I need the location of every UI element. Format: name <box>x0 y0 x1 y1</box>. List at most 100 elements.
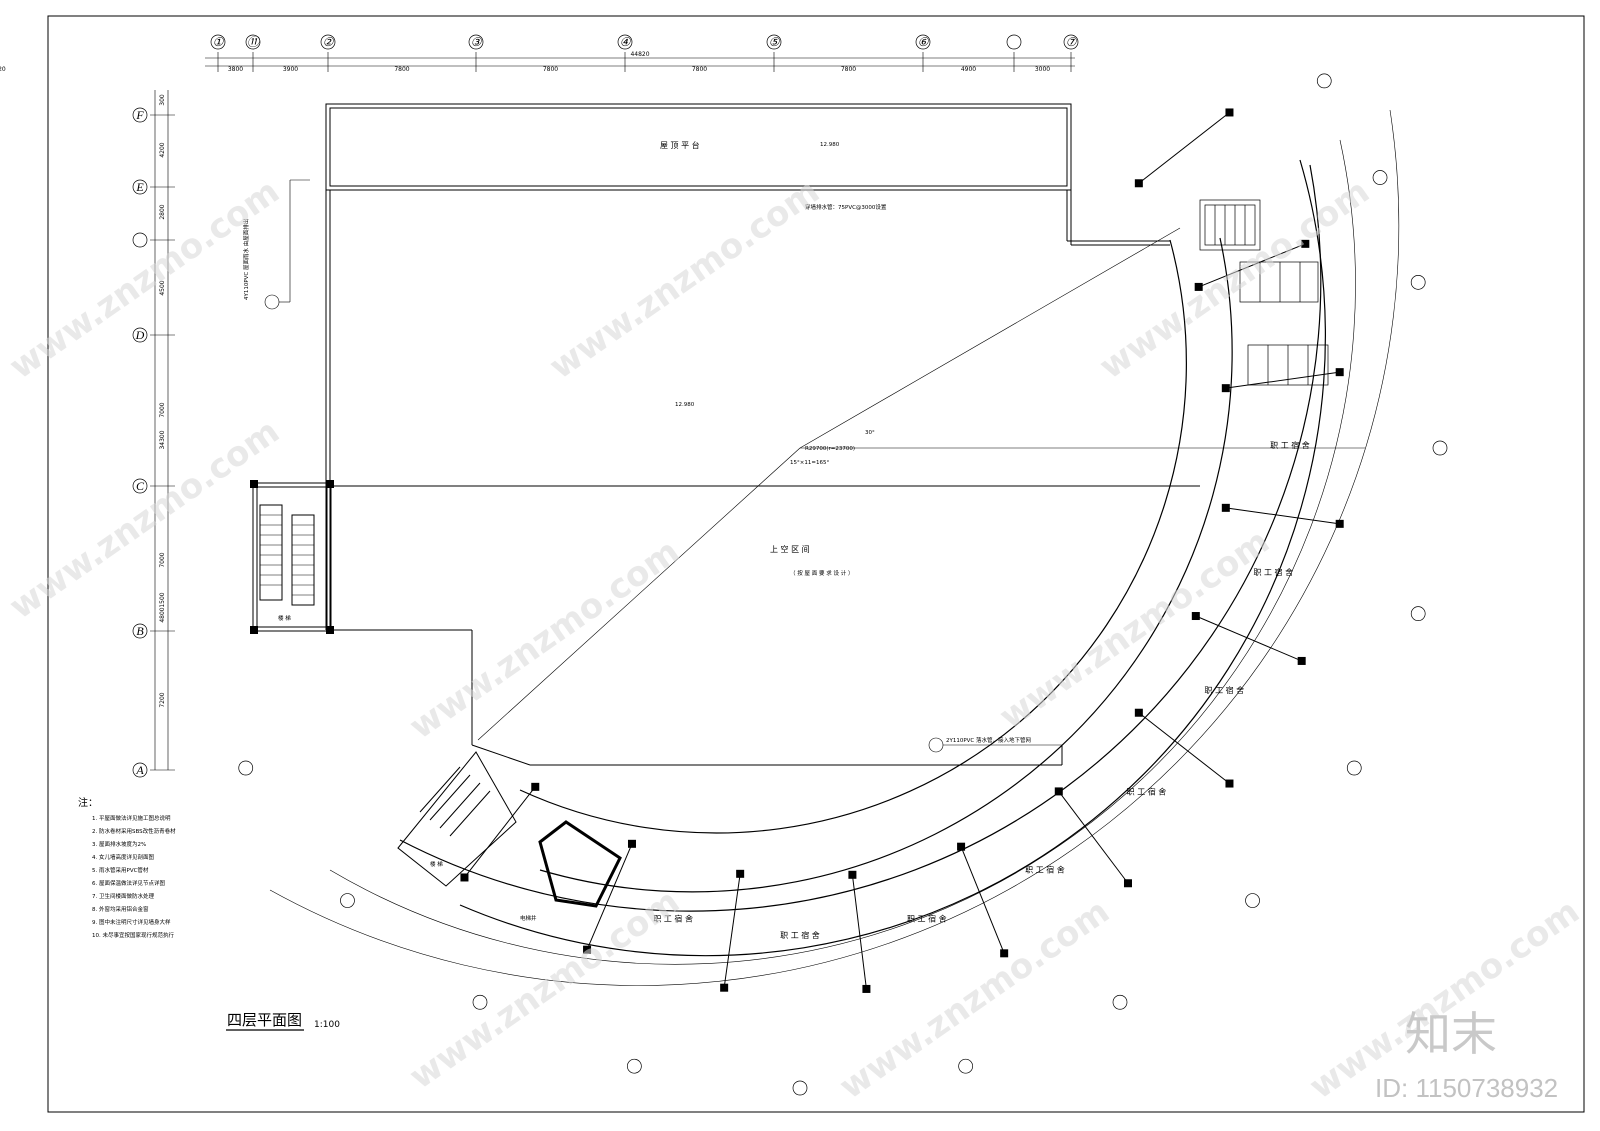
note-line-9: 9. 图中未注明尺寸详见墙身大样 <box>92 918 171 926</box>
left-dim-4: 4500 <box>159 280 166 295</box>
left-dim-1: 300 <box>159 94 166 106</box>
partition-wall-9 <box>851 874 867 989</box>
note-line-2: 2. 防水卷材采用SBS改性沥青卷材 <box>92 827 176 835</box>
grid-label-top-9: ⑦ <box>1066 35 1078 49</box>
stair-label-left: 楼 梯 <box>278 614 291 622</box>
arc-grid-bubble-4 <box>1372 170 1388 185</box>
column-inner-11 <box>627 839 636 848</box>
partition-wall-5 <box>1195 615 1302 662</box>
grid-label-top-6: ⑤ <box>769 35 781 49</box>
partition-wall-2 <box>1198 243 1306 288</box>
grid-label-left-E: E <box>135 180 144 194</box>
arc-grid-bubble-8 <box>1346 760 1362 776</box>
column-inner-9 <box>848 870 857 879</box>
column-inner-1 <box>1134 179 1143 188</box>
grid-bubble-left-C: C <box>132 478 148 494</box>
note-line-3: 3. 屋面排水坡度为2% <box>92 840 146 848</box>
column-inner-5 <box>1191 612 1200 621</box>
pvc-110-left: 4Y110PVC 屋面雨水 由屋面排出 <box>242 219 250 300</box>
top-dimension-labels: 38003900780078007800780049003000120 <box>0 66 1050 73</box>
total-width-dim: 44820 <box>630 51 649 58</box>
watermark-3: www.znzmo.com <box>1092 171 1377 387</box>
brand-logo: 知末 <box>1405 1007 1497 1061</box>
column-outer-8 <box>1000 949 1009 958</box>
notes-heading: 注： <box>78 796 98 809</box>
arc-grid-bubble-12 <box>792 1080 808 1096</box>
image-id: ID: 1150738932 <box>1375 1073 1558 1103</box>
note-line-1: 1. 平屋面做法详见施工图总说明 <box>92 814 171 822</box>
arc-grid-bubble-5 <box>1410 275 1426 290</box>
column-outer-7 <box>1123 879 1132 888</box>
top-dim-5: 7800 <box>692 66 707 73</box>
partition-wall-4 <box>1225 507 1340 525</box>
top-axis <box>205 52 1075 72</box>
column-outer-11 <box>583 945 592 954</box>
grid-bubble-left-B: B <box>132 623 148 639</box>
angle-note: 15°×11=165° <box>790 460 829 466</box>
arc-grid-bubble-3 <box>1316 73 1332 89</box>
roof-level-1: 12.980 <box>820 142 840 148</box>
top-dim-7: 4900 <box>961 66 976 73</box>
arc-grid-bubble-10 <box>1112 994 1128 1010</box>
left-dim-7: 7000 <box>159 552 166 567</box>
partition-wall-1 <box>1138 112 1230 184</box>
pvc-110-bottom: 2Y110PVC 落水管，接入地下管网 <box>946 736 1032 744</box>
column-outer-10 <box>720 983 729 992</box>
drawing-border <box>47 15 1585 1113</box>
partition-wall-6 <box>1138 712 1230 784</box>
grid-bubble-top-1: ① <box>210 34 226 50</box>
grid-bubble-top-8 <box>1006 34 1022 50</box>
top-dim-3: 7800 <box>394 66 409 73</box>
column-inner-6 <box>1134 708 1143 717</box>
partition-wall-3 <box>1225 371 1340 389</box>
left-dim-2: 4200 <box>159 142 166 157</box>
partition-wall-7 <box>1058 791 1129 884</box>
drawing-title: 四层平面图 <box>227 1011 302 1029</box>
stair-core-lower <box>397 751 517 887</box>
watermark-2: www.znzmo.com <box>542 171 827 387</box>
platform-label: 屋 顶 平 台 <box>660 140 700 150</box>
room-partitions <box>464 112 1340 989</box>
column-inner-4 <box>1221 503 1230 512</box>
watermark-5: www.znzmo.com <box>402 531 687 747</box>
grid-bubble-left-extra <box>132 232 148 248</box>
column-inner-10 <box>736 869 745 878</box>
roof-drain-note: 穿墙排水管：75PVC@3000设置 <box>805 203 887 211</box>
grid-label-top-3: ② <box>323 35 335 49</box>
top-dim-1: 3800 <box>228 66 243 73</box>
pipe-callout-left <box>264 179 310 310</box>
grid-bubble-top-9: ⑦ <box>1063 34 1079 50</box>
arc-grid-bubble-11 <box>958 1058 973 1074</box>
note-line-5: 5. 雨水管采用PVC管材 <box>92 866 149 874</box>
grid-bubble-left-D: D <box>132 327 148 343</box>
arc-grid-bubble-13 <box>627 1058 642 1074</box>
grid-bubble-top-6: ⑤ <box>766 34 782 50</box>
grid-label-left-F: F <box>135 108 144 122</box>
partition-wall-8 <box>960 846 1005 954</box>
column-inner-12 <box>531 782 540 791</box>
grid-bubble-left-A: A <box>132 762 148 778</box>
arc-grid-bubble-16 <box>238 760 254 776</box>
arc-grid-bubble-14 <box>472 994 488 1010</box>
left-dim-9: 4800 <box>159 607 166 622</box>
top-dim-9: 120 <box>0 66 6 73</box>
left-dim-3: 2800 <box>159 204 166 219</box>
upper-space-label: 上 空 区 间 <box>770 544 810 554</box>
top-dim-2: 3900 <box>283 66 298 73</box>
column-inner-2 <box>1194 282 1203 291</box>
left-dim-6: 34300 <box>159 430 166 449</box>
grid-label-left-B: B <box>136 624 144 638</box>
partition-wall-10 <box>723 873 741 988</box>
grid-label-top-7: ⑥ <box>918 35 930 49</box>
arc-grid-bubble-15 <box>340 893 355 908</box>
note-line-4: 4. 女儿墙高度详见剖面图 <box>92 853 154 861</box>
watermark-4: www.znzmo.com <box>2 411 287 627</box>
note-line-6: 6. 屋面保温做法详见节点详图 <box>92 879 165 887</box>
column-stair-4 <box>326 626 334 634</box>
column-outer-3 <box>1335 368 1344 377</box>
arc-grid-bubble-6 <box>1432 440 1448 456</box>
column-inner-8 <box>957 842 966 851</box>
column-outer-2 <box>1301 239 1310 248</box>
